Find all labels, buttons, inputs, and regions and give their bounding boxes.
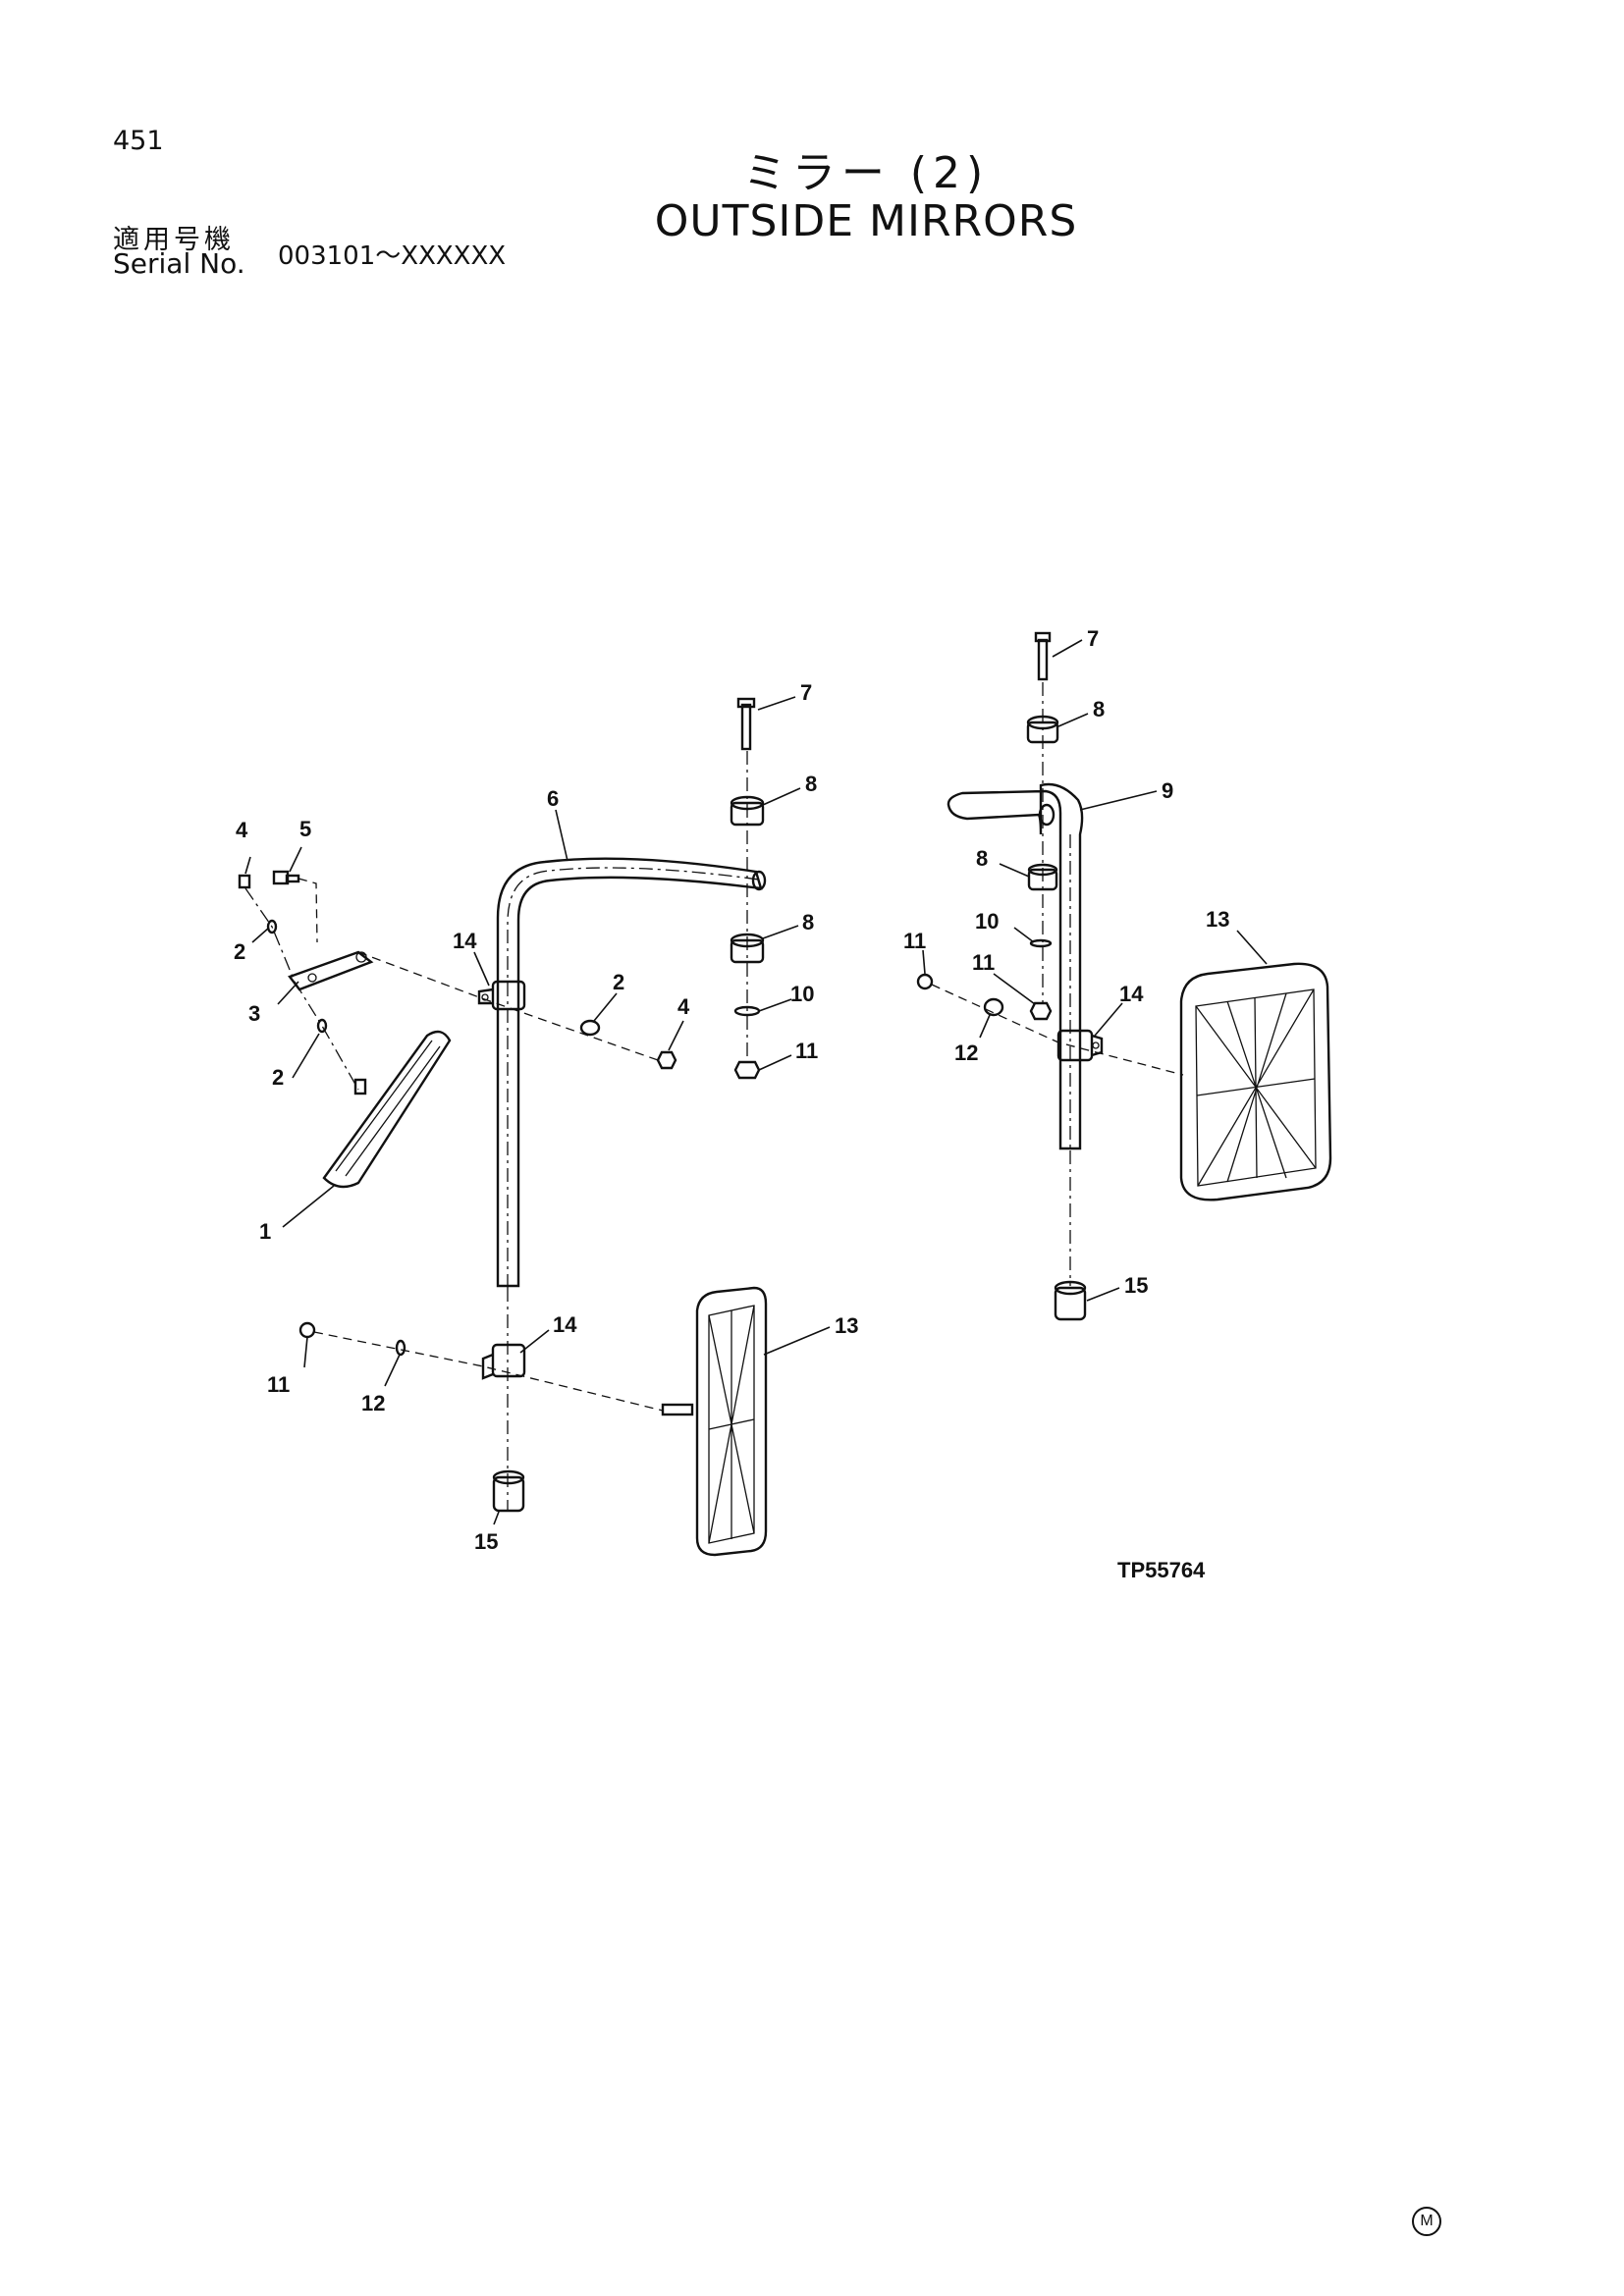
page-title-japanese: ミラー (2)	[742, 148, 990, 198]
callout-3: 3	[248, 1001, 260, 1026]
callout-11: 11	[972, 950, 995, 975]
right-bolt	[1034, 631, 1052, 681]
callout-13: 13	[835, 1313, 858, 1338]
left-bolt-small	[272, 870, 300, 885]
figure-code: TP55764	[1117, 1558, 1206, 1582]
page-title: OUTSIDE MIRRORS	[654, 196, 1078, 246]
left-mirror-assembly	[238, 697, 768, 1557]
callout-6: 6	[547, 786, 559, 811]
callout-12: 12	[954, 1041, 978, 1065]
callout-11: 11	[267, 1372, 290, 1397]
callout-8: 8	[802, 910, 814, 934]
small-mirror-arm	[288, 950, 374, 991]
callout-10: 10	[790, 982, 814, 1006]
right-washer	[983, 997, 1004, 1017]
callout-15: 15	[1124, 1273, 1148, 1298]
left-clamp-lower	[481, 1343, 526, 1380]
callout-1: 1	[259, 1219, 271, 1244]
callout-8: 8	[976, 846, 988, 871]
left-nut-lower	[298, 1321, 316, 1339]
serial-label-japanese: 適用号機	[113, 225, 235, 255]
callout-11: 11	[903, 929, 926, 953]
leader-lines	[244, 639, 1268, 1525]
left-washer-bottom	[395, 1339, 406, 1357]
left-nut-mid	[656, 1050, 677, 1070]
callout-8: 8	[805, 772, 817, 796]
serial-label: Serial No.	[113, 247, 245, 280]
left-washer-mid	[579, 1019, 601, 1037]
right-mirror-stay	[947, 782, 1084, 1150]
left-mirror-stay	[496, 857, 763, 1288]
callout-2: 2	[234, 939, 245, 964]
callout-10: 10	[975, 909, 999, 934]
callout-7: 7	[1087, 626, 1099, 651]
right-mirror-assembly	[916, 631, 1332, 1321]
right-spring-washer	[1029, 938, 1053, 948]
callout-14: 14	[553, 1312, 577, 1337]
callout-15: 15	[474, 1529, 498, 1554]
left-washer-lower	[316, 1018, 328, 1034]
left-end-cap	[492, 1469, 525, 1513]
serial-range: 003101～XXXXXX	[278, 241, 507, 271]
small-mirror	[322, 1030, 452, 1189]
callout-9: 9	[1162, 778, 1173, 803]
callout-13: 13	[1206, 907, 1229, 932]
left-nut-small	[238, 874, 251, 889]
callout-14: 14	[453, 929, 477, 953]
left-clamp-upper	[477, 980, 526, 1011]
callout-labels: 4 5 2 3 2 1 6 7 8 8 10 11 14 2 4 14 13 1…	[234, 626, 1229, 1554]
page-number: 451	[113, 126, 164, 156]
large-mirror-right	[1179, 962, 1332, 1201]
right-nut-upper	[1029, 1001, 1053, 1021]
callout-12: 12	[361, 1391, 385, 1415]
left-nut-upper	[733, 1060, 761, 1080]
right-nut-lower	[916, 973, 934, 990]
callout-14: 14	[1119, 982, 1144, 1006]
right-clamp	[1056, 1029, 1104, 1062]
callout-2: 2	[613, 970, 624, 994]
callout-7: 7	[800, 680, 812, 705]
callout-2: 2	[272, 1065, 284, 1090]
callout-11: 11	[795, 1039, 818, 1063]
left-washer-upper	[266, 919, 278, 934]
registered-mark: M	[1412, 2207, 1441, 2236]
callout-4: 4	[677, 994, 690, 1019]
right-end-cap	[1054, 1280, 1087, 1321]
callout-4: 4	[236, 818, 248, 842]
callout-8: 8	[1093, 697, 1105, 721]
large-mirror-left	[695, 1286, 768, 1557]
large-mirror-stud	[661, 1403, 694, 1416]
left-bolt	[736, 697, 756, 751]
callout-5: 5	[299, 817, 311, 841]
